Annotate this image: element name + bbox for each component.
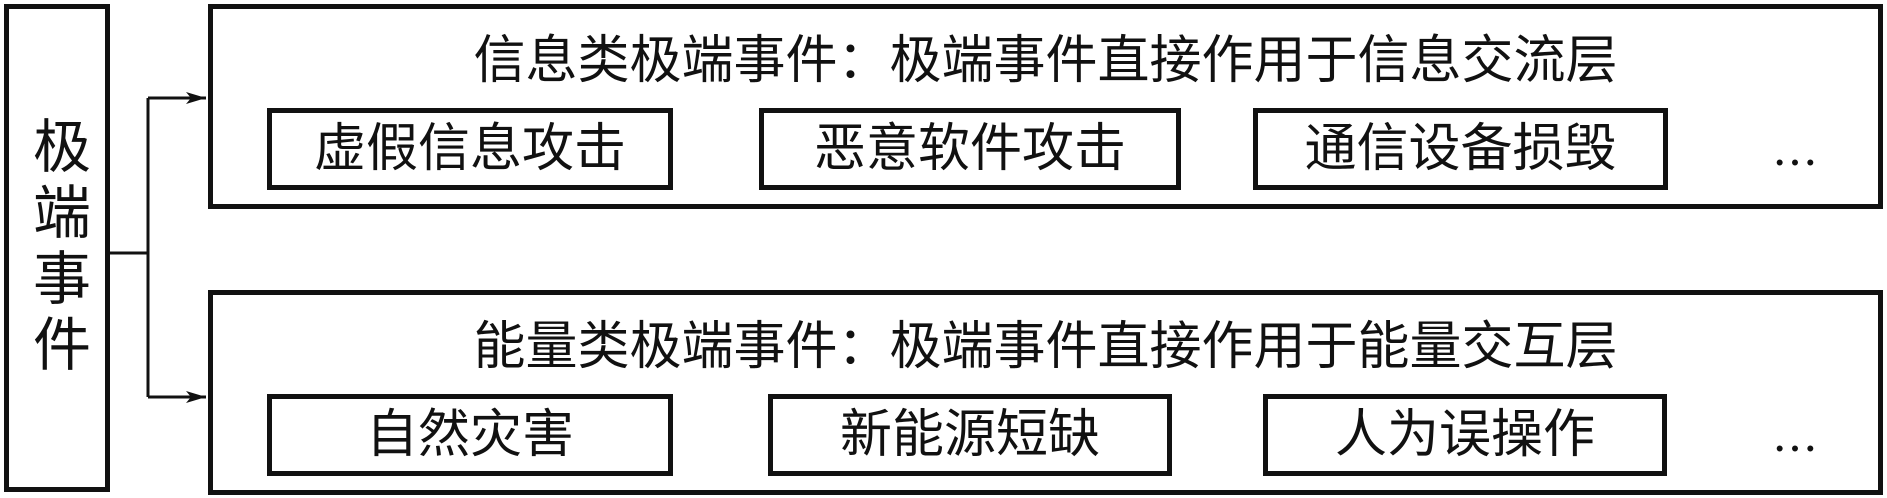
energy-extreme-event-group: 能量类极端事件：极端事件直接作用于能量交互层 自然灾害 新能源短缺 人为误操作 … bbox=[208, 290, 1883, 495]
item-communication-equipment-damage: 通信设备损毁 bbox=[1253, 108, 1668, 190]
item-natural-disaster: 自然灾害 bbox=[267, 394, 673, 476]
energy-group-title: 能量类极端事件：极端事件直接作用于能量交互层 bbox=[473, 317, 1618, 377]
item-false-information-attack: 虚假信息攻击 bbox=[267, 108, 673, 190]
info-extreme-event-group: 信息类极端事件：极端事件直接作用于信息交流层 虚假信息攻击 恶意软件攻击 通信设… bbox=[208, 4, 1883, 209]
item-human-operation-error: 人为误操作 bbox=[1263, 394, 1667, 476]
item-malware-attack: 恶意软件攻击 bbox=[759, 108, 1181, 190]
info-group-title: 信息类极端事件：极端事件直接作用于信息交流层 bbox=[473, 31, 1618, 91]
root-extreme-event-label: 极端事件 bbox=[23, 116, 91, 380]
info-more-ellipsis: … bbox=[1772, 122, 1820, 176]
energy-more-ellipsis: … bbox=[1772, 408, 1820, 462]
root-extreme-event-box: 极端事件 bbox=[4, 4, 110, 492]
item-new-energy-shortage: 新能源短缺 bbox=[768, 394, 1172, 476]
